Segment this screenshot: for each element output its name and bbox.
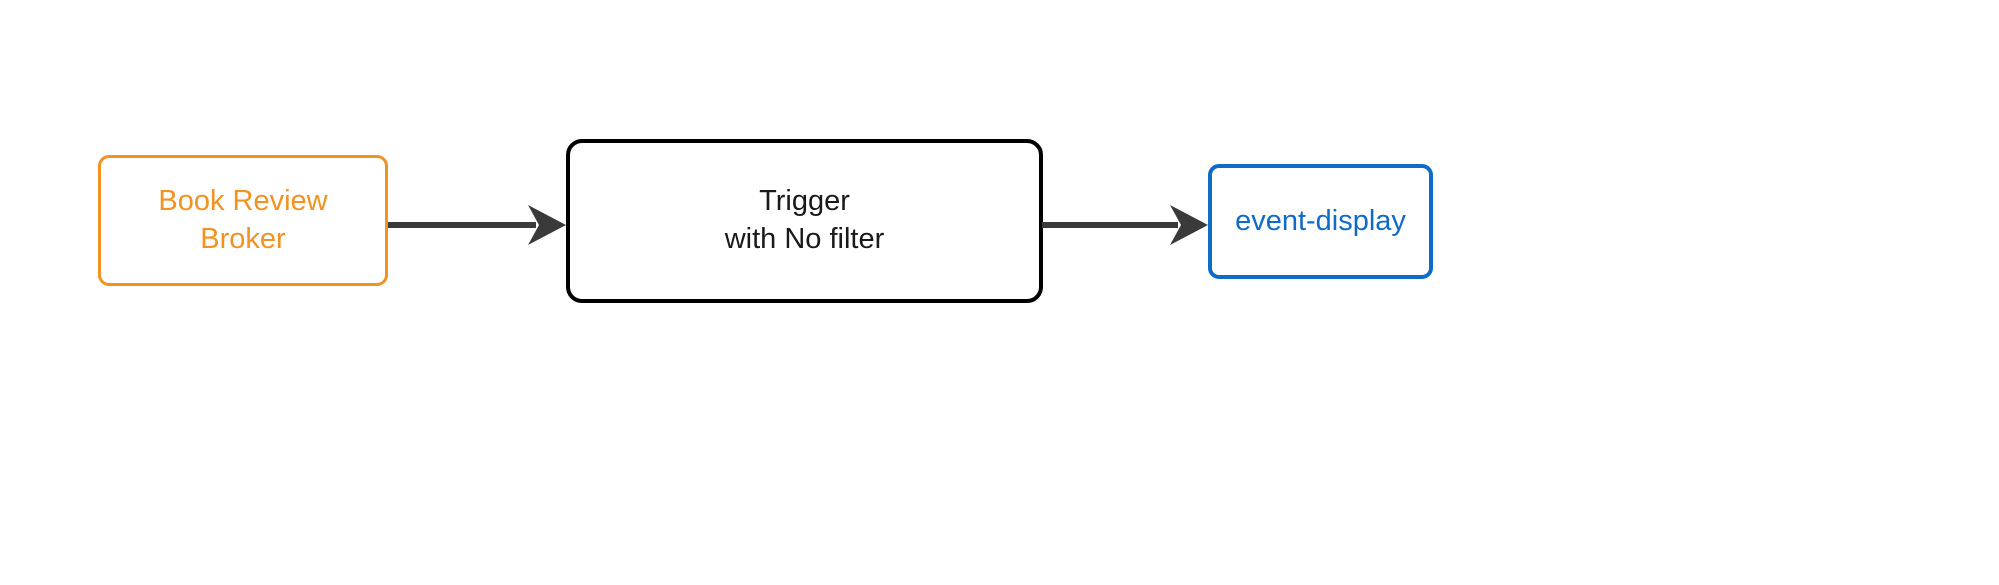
edge-broker-to-trigger — [388, 195, 570, 255]
edge-trigger-to-event-display — [1042, 195, 1212, 255]
arrow-right-icon — [1042, 205, 1208, 245]
arrow-right-icon — [388, 205, 566, 245]
node-trigger[interactable]: Trigger with No filter — [566, 139, 1043, 303]
node-trigger-label-line-1: Trigger — [759, 185, 850, 218]
node-broker-label-line-1: Book Review — [158, 184, 328, 217]
node-broker-label-line-2: Broker — [200, 222, 286, 255]
node-event-display-label: event-display — [1235, 204, 1406, 237]
node-trigger-label-line-2: with No filter — [724, 223, 885, 255]
node-event-display[interactable]: event-display — [1208, 164, 1433, 279]
node-book-review-broker[interactable]: Book Review Broker — [98, 155, 388, 286]
